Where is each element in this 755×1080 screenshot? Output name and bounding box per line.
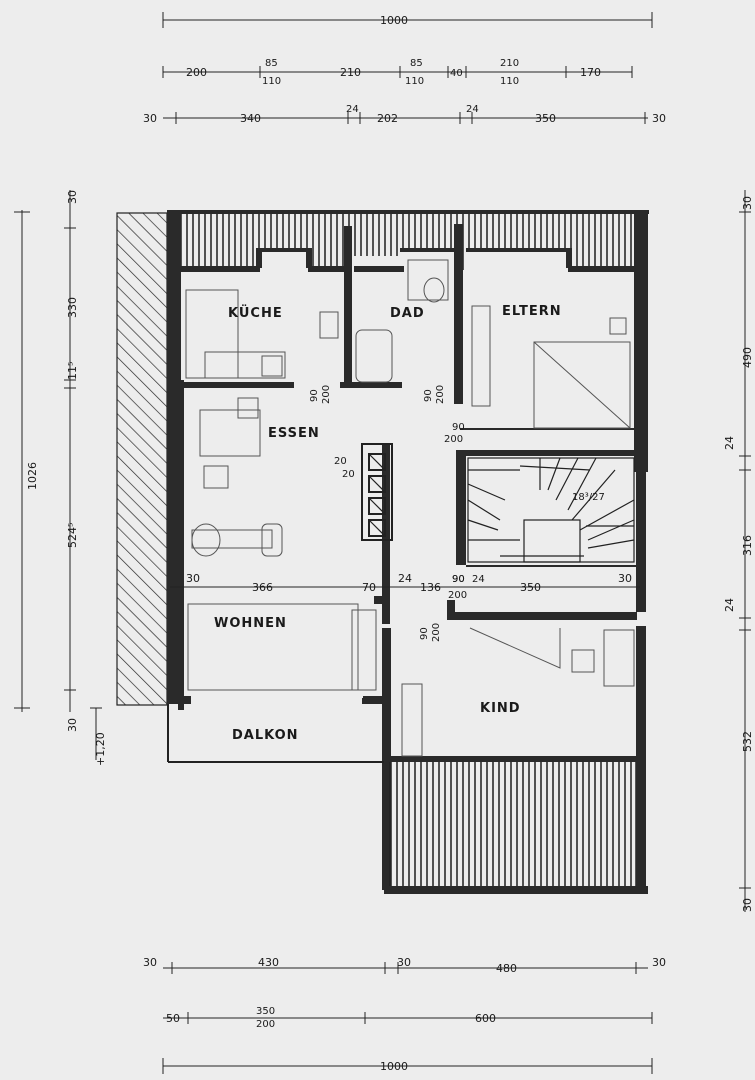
dim-bot-480: 480 xyxy=(496,962,517,975)
room-label-essen: ESSEN xyxy=(268,426,320,441)
door-dim-eltern-h: 200 xyxy=(444,434,463,445)
exterior-walls xyxy=(167,210,649,762)
door-dim-kueche-h: 200 xyxy=(321,385,332,404)
dim-in-366: 366 xyxy=(252,581,273,594)
dim-left-11-5: 11⁵ xyxy=(66,362,79,380)
dim-top-110a: 110 xyxy=(262,76,281,87)
dim-right-316: 316 xyxy=(741,535,754,556)
dim-top-210b: 210 xyxy=(500,58,519,69)
room-label-kind: KIND xyxy=(480,701,521,716)
dim-top-210: 210 xyxy=(340,66,361,79)
dim-top-110b: 110 xyxy=(405,76,424,87)
chimney-block xyxy=(361,443,393,541)
dim-top-170: 170 xyxy=(580,66,601,79)
dim-in-24a: 24 xyxy=(398,572,412,585)
dim-top-350: 350 xyxy=(535,112,556,125)
dim-top-30a: 30 xyxy=(143,112,157,125)
chimney-dim-b: 20 xyxy=(342,469,355,480)
dim-bot-30a: 30 xyxy=(143,956,157,969)
top-dimensions: 1000 200 85 110 210 85 110 40 210 110 17… xyxy=(143,12,666,125)
furniture xyxy=(185,259,635,757)
dim-in-30b: 30 xyxy=(618,572,632,585)
dim-left-330: 330 xyxy=(66,297,79,318)
dim-top-340: 340 xyxy=(240,112,261,125)
inner-dimension-line: 30 366 70 24 136 90 24 350 30 xyxy=(170,572,640,594)
dim-bot-total: 1000 xyxy=(380,1060,408,1073)
dim-right-532: 532 xyxy=(741,731,754,752)
dim-bot-200: 200 xyxy=(256,1019,275,1030)
door-dimensions: 90 200 90 200 90 200 20 20 90 200 90 200 xyxy=(309,385,467,642)
door-dim-eltern-w: 90 xyxy=(452,422,465,433)
room-label-eltern: ELTERN xyxy=(502,304,562,319)
room-label-bad: DAD xyxy=(390,306,425,321)
dim-bot-600: 600 xyxy=(475,1012,496,1025)
dim-left-1026: 1026 xyxy=(26,462,39,490)
door-dim-bad-h: 200 xyxy=(435,385,446,404)
chimney-dim-a: 20 xyxy=(334,456,347,467)
dim-top-24a: 24 xyxy=(346,104,359,115)
dim-bot-350: 350 xyxy=(256,1006,275,1017)
dim-bot-30b: 30 xyxy=(397,956,411,969)
dim-right-24a: 24 xyxy=(723,436,736,450)
dim-bot-30c: 30 xyxy=(652,956,666,969)
dim-left-plus120: +1,20 xyxy=(94,732,107,766)
dim-top-total: 1000 xyxy=(380,14,408,27)
dim-top-110c: 110 xyxy=(500,76,519,87)
room-label-balkon: DALKON xyxy=(232,728,299,743)
room-labels: KÜCHE DAD ELTERN ESSEN WOHNEN DALKON KIN… xyxy=(214,304,562,743)
dim-in-70: 70 xyxy=(362,581,376,594)
dim-right-30bot: 30 xyxy=(741,898,754,912)
left-dimensions: 1026 30 330 11⁵ 524⁵ 30 +1,20 xyxy=(14,190,107,766)
door-dim-kind-w: 90 xyxy=(419,627,430,640)
dim-left-30top: 30 xyxy=(66,190,79,204)
dim-in-90: 90 xyxy=(452,574,465,585)
dim-top-40: 40 xyxy=(450,68,463,79)
right-dimensions: 30 490 24 316 24 532 30 xyxy=(723,190,754,912)
dim-top-85a: 85 xyxy=(265,58,278,69)
neighbor-wall-hatch xyxy=(116,212,168,706)
dim-right-30top: 30 xyxy=(741,196,754,210)
room-label-kueche: KÜCHE xyxy=(228,305,283,321)
dim-in-24b: 24 xyxy=(472,574,485,585)
dim-bot-50: 50 xyxy=(166,1012,180,1025)
door-dim-kueche-w: 90 xyxy=(309,389,320,402)
dim-top-200: 200 xyxy=(186,66,207,79)
stairs-label: 18³/27 xyxy=(572,492,605,503)
dim-left-30bot: 30 xyxy=(66,718,79,732)
dim-top-30b: 30 xyxy=(652,112,666,125)
kind-balcony xyxy=(384,756,648,894)
dim-in-136: 136 xyxy=(420,581,441,594)
dim-top-85b: 85 xyxy=(410,58,423,69)
dim-left-524-5: 524⁵ xyxy=(66,523,79,548)
door-dim-bad-w: 90 xyxy=(423,389,434,402)
dim-in-30a: 30 xyxy=(186,572,200,585)
door-dim-stair-w: 90 xyxy=(452,574,465,585)
bottom-dimensions: 30 430 30 480 30 50 350 200 600 1000 xyxy=(143,956,666,1074)
dim-in-350: 350 xyxy=(520,581,541,594)
room-label-wohnen: WOHNEN xyxy=(214,616,287,631)
dim-top-24b: 24 xyxy=(466,104,479,115)
dim-right-24b: 24 xyxy=(723,598,736,612)
dalkon-outline xyxy=(167,704,384,763)
dim-top-202: 202 xyxy=(377,112,398,125)
dim-bot-430: 430 xyxy=(258,956,279,969)
staircase: 18³/27 xyxy=(467,457,635,563)
dim-right-490: 490 xyxy=(741,347,754,368)
door-dim-stair-h: 200 xyxy=(448,590,467,601)
door-dim-kind-h: 200 xyxy=(431,623,442,642)
